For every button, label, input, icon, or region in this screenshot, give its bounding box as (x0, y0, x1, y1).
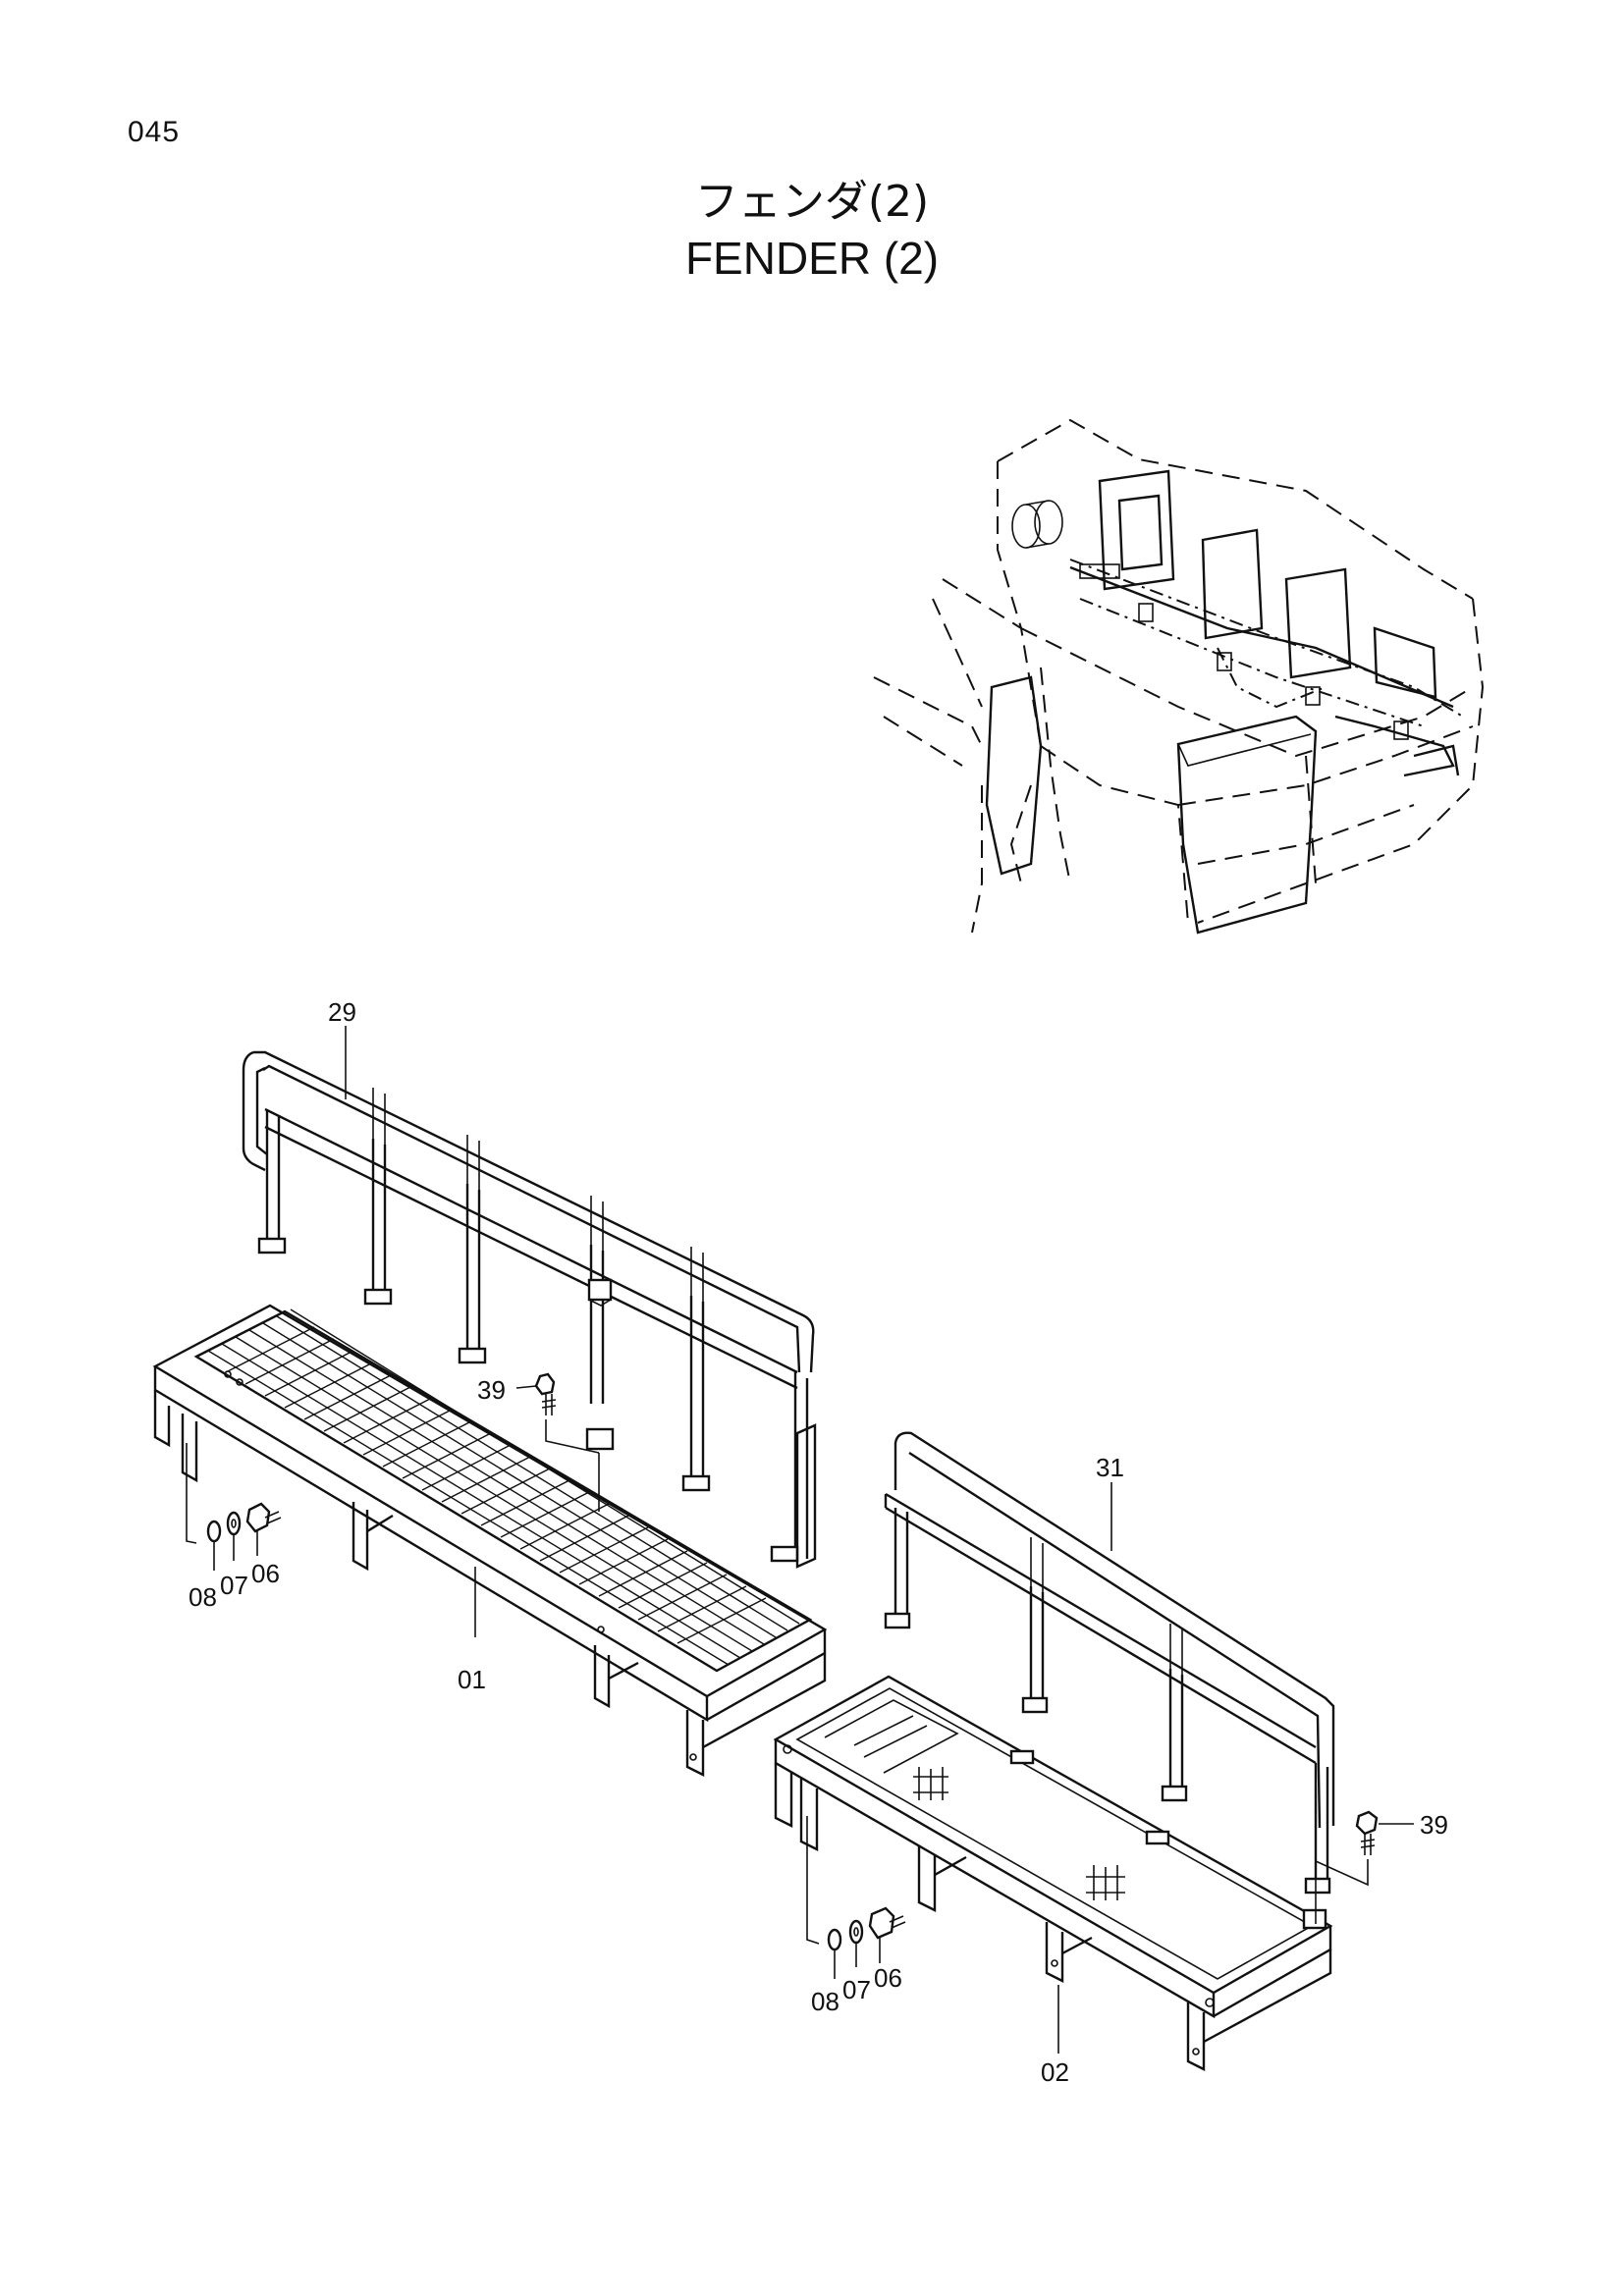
hardware-left (186, 1443, 282, 1571)
callout-08-right: 08 (811, 1987, 839, 2016)
bolt-39-left (515, 1372, 615, 1512)
page-title: フェンダ(2) FENDER (2) (0, 175, 1624, 287)
callout-06-left: 06 (251, 1559, 280, 1588)
fender-left-assembly (152, 1050, 828, 1777)
fender-right-assembly (773, 1431, 1414, 2071)
callout-02: 02 (1041, 2057, 1069, 2087)
callout-39-right: 39 (1420, 1810, 1448, 1840)
step-fender-right (773, 1675, 1333, 2071)
hardware-right (806, 1816, 906, 1979)
leader-lines (345, 1026, 1112, 2054)
title-japanese: フェンダ(2) (694, 177, 930, 227)
callout-01: 01 (458, 1665, 486, 1694)
callout-07-left: 07 (220, 1571, 248, 1600)
callout-39-left: 39 (477, 1375, 506, 1405)
callout-08-left: 08 (189, 1582, 217, 1612)
callout-31: 31 (1096, 1453, 1124, 1482)
step-fender-left (152, 1278, 828, 1777)
handrail-left (242, 1050, 817, 1569)
callout-06-right: 06 (874, 1963, 902, 1993)
callout-07-right: 07 (842, 1975, 871, 2004)
callout-29: 29 (328, 997, 356, 1027)
page-number: 045 (128, 116, 181, 148)
handrail-right (884, 1431, 1335, 1895)
bolt-39-right (1315, 1810, 1414, 1924)
locator-view (873, 418, 1485, 934)
title-english: FENDER (2) (684, 233, 940, 284)
